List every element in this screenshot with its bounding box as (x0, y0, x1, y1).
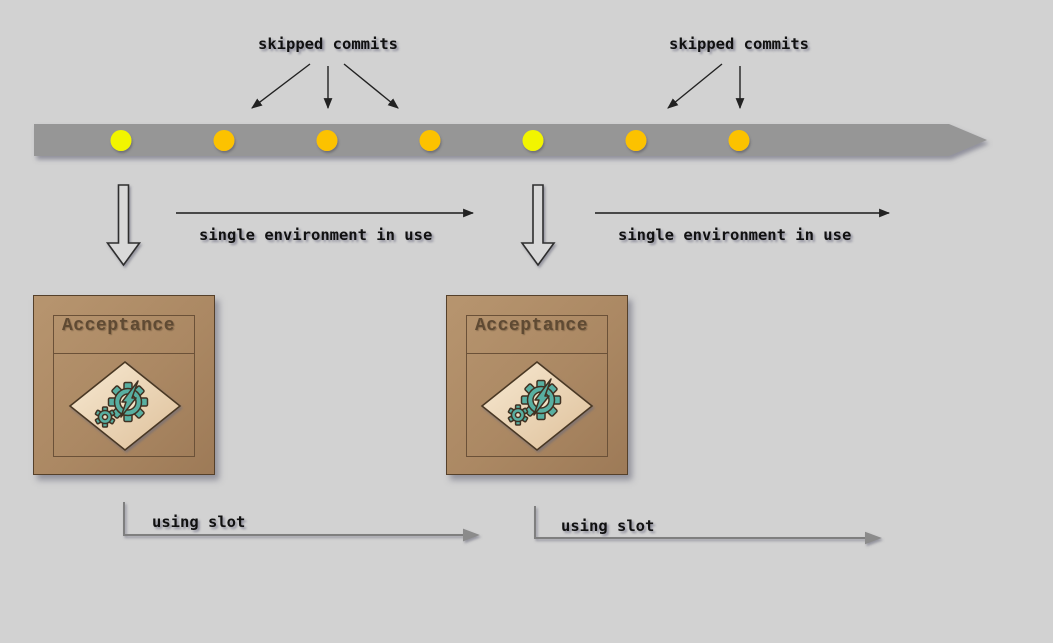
skipped-arrow (667, 63, 723, 109)
commit-dot-skipped (316, 130, 338, 151)
skipped-commits-label-right: skipped commits (669, 35, 809, 53)
using-slot-label-right: using slot (561, 517, 655, 535)
deploy-arrow-down-left (105, 184, 142, 267)
deploy-arrow-down-right (520, 184, 556, 267)
timeline-bar (34, 124, 987, 156)
acceptance-inner-frame: Acceptance (466, 315, 608, 457)
skipped-arrow (343, 63, 399, 109)
using-slot-label-left: using slot (152, 513, 246, 531)
commit-dots (110, 130, 750, 151)
acceptance-title: Acceptance (467, 316, 607, 354)
commit-dot-deployed (110, 130, 132, 151)
single-environment-label-right: single environment in use (618, 226, 852, 244)
single-environment-label-left: single environment in use (199, 226, 433, 244)
commit-dot-skipped (419, 130, 441, 151)
skipped-arrow (251, 63, 311, 109)
acceptance-title: Acceptance (54, 316, 194, 354)
commit-dot-deployed (522, 130, 544, 151)
skipped-commits-label-left: skipped commits (258, 35, 398, 53)
acceptance-box-right: Acceptance (446, 295, 628, 475)
commit-dot-skipped (728, 130, 750, 151)
commit-dot-skipped (625, 130, 647, 151)
acceptance-box-left: Acceptance (33, 295, 215, 475)
skipped-commit-arrows (251, 63, 745, 110)
acceptance-inner-frame: Acceptance (53, 315, 195, 457)
commit-dot-skipped (213, 130, 235, 151)
